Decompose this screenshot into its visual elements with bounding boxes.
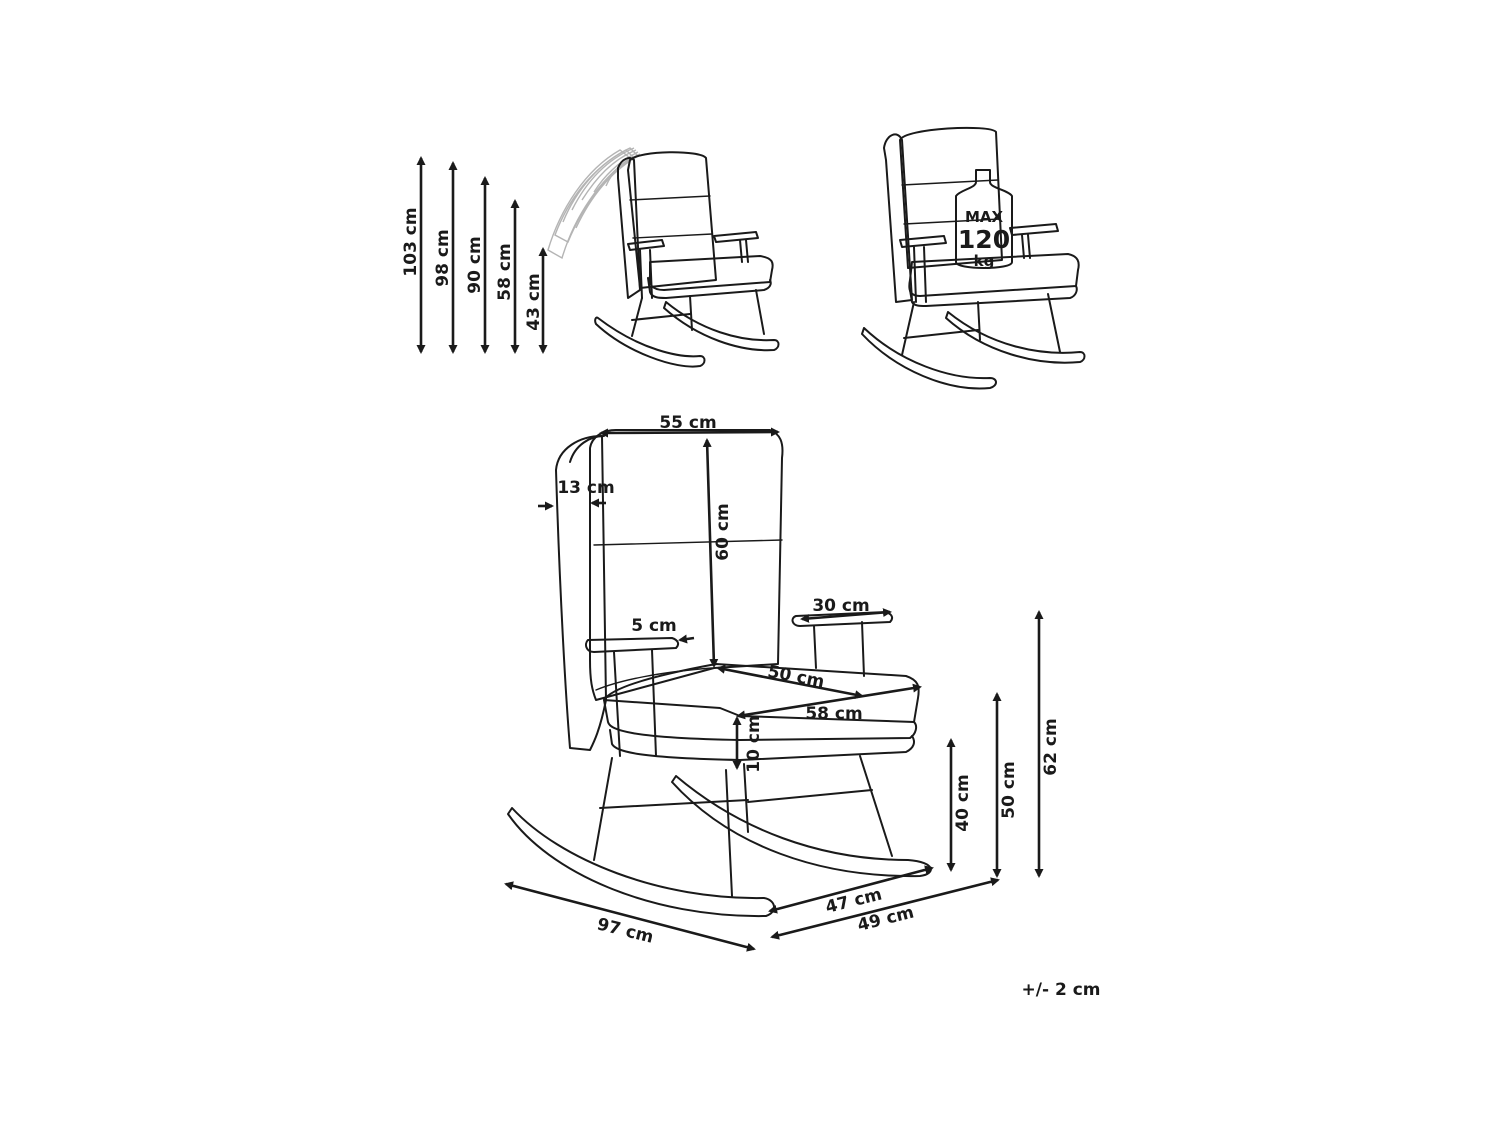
weight-icon [955, 169, 1013, 269]
seat-thickness-label: 10 cm [744, 715, 764, 772]
cushion-top-height-label: 50 cm [999, 761, 1019, 818]
armrest-width-label: 5 cm [631, 616, 677, 636]
height-label-1: 103 cm [401, 207, 421, 276]
height-label-2: 98 cm [433, 229, 453, 286]
height-label-5: 43 cm [524, 273, 544, 330]
back-height-label: 60 cm [713, 503, 733, 560]
main-dimension-group: 55 cm 13 cm 60 cm 30 cm 5 cm 50 cm 58 cm… [504, 413, 1061, 952]
weight-max-label: MAX [965, 208, 1004, 226]
height-label-3: 90 cm [465, 236, 485, 293]
main-chair-drawing [507, 429, 932, 918]
seat-depth-label: 50 cm [766, 662, 826, 693]
reclining-chair-drawing [547, 147, 780, 368]
armrest-width-arrow [678, 634, 695, 644]
back-width-label: 55 cm [659, 413, 716, 433]
tolerance-note: +/- 2 cm [1022, 980, 1101, 1000]
armrest-length-label: 30 cm [812, 596, 869, 616]
back-depth-label: 13 cm [557, 478, 614, 498]
seat-height-label: 40 cm [953, 774, 973, 831]
seat-width-arrow [736, 683, 922, 720]
armrest-length-arrow [800, 608, 892, 623]
weight-value-label: 120 [958, 225, 1010, 254]
seat-width-label: 58 cm [805, 704, 862, 724]
height-label-4: 58 cm [495, 243, 515, 300]
overall-length-arrow [504, 881, 756, 952]
back-width-arrow [599, 427, 780, 438]
armrest-height-label: 62 cm [1041, 718, 1061, 775]
height-dimension-group: 103 cm 98 cm 90 cm 58 cm 43 cm [401, 156, 548, 354]
overall-width-arrow [770, 877, 1000, 940]
weight-capacity-chair-drawing: MAX 120 kg [861, 126, 1086, 390]
weight-unit-label: kg [974, 252, 995, 270]
back-height-arrow [702, 438, 719, 668]
